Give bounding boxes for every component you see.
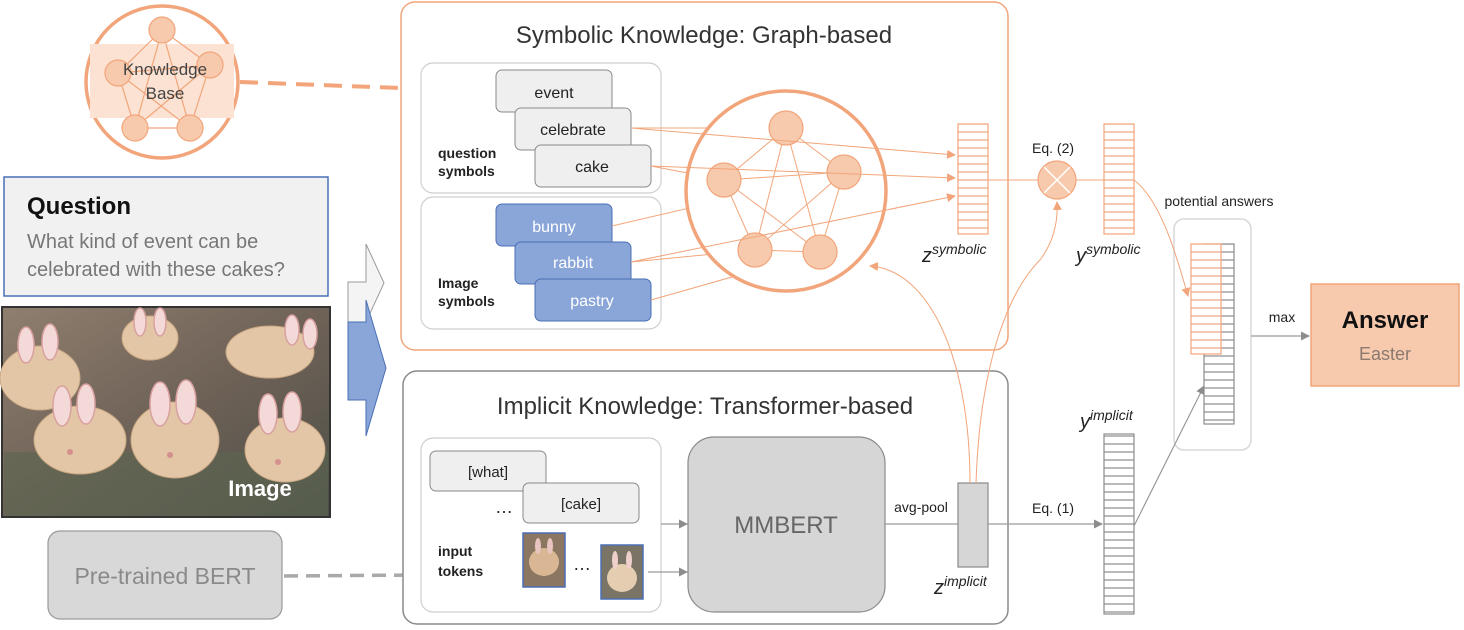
- avg-pool-label: avg-pool: [894, 499, 948, 515]
- question-symbols-label-2: symbols: [438, 163, 495, 179]
- token-cake-implicit: [cake]: [561, 496, 601, 513]
- knowledge-base-label-line2: Base: [146, 84, 185, 103]
- y-symbolic-sup: symbolic: [1086, 241, 1140, 257]
- token-pastry: pastry: [570, 293, 614, 310]
- z-symbolic-vector: [957, 123, 989, 235]
- z-symbolic-sup: symbolic: [932, 241, 986, 257]
- question-box: Question What kind of event can be celeb…: [3, 176, 329, 297]
- knowledge-base: Knowledge Base: [84, 4, 240, 160]
- image-token-thumbnail-1: [522, 532, 566, 588]
- kb-to-graph-connector: [239, 80, 401, 90]
- pretrained-bert-box: Pre-trained BERT: [47, 530, 283, 620]
- implicit-title: Implicit Knowledge: Transformer-based: [497, 393, 913, 420]
- token-rabbit: rabbit: [553, 255, 594, 272]
- image-arrow: [347, 299, 387, 437]
- knowledge-base-label-line1: Knowledge: [123, 60, 207, 79]
- graph-to-z-links: [630, 127, 956, 263]
- symbolic-graph: [684, 89, 888, 293]
- input-tokens-label-2: tokens: [438, 563, 483, 579]
- y-symbolic-vector: [1103, 123, 1135, 235]
- question-text-line1: What kind of event can be: [27, 231, 258, 253]
- potential-answers-symbolic-vector: [1190, 243, 1222, 355]
- token-bunny: bunny: [532, 219, 576, 236]
- eq1-label: Eq. (1): [1032, 500, 1074, 516]
- eq2-multiply-node: [1037, 160, 1077, 200]
- y-implicit-vector: [1103, 433, 1135, 615]
- answer-value: Easter: [1359, 344, 1411, 364]
- z-implicit-label: zimplicit: [933, 573, 988, 599]
- image-symbols-label-2: symbols: [438, 293, 495, 309]
- z-symbolic-base: z: [921, 245, 932, 267]
- y-symbolic-to-answers-curve: [1133, 179, 1191, 297]
- y-implicit-to-answers-arrow: [1133, 385, 1205, 527]
- implicit-panel: Implicit Knowledge: Transformer-based [w…: [402, 370, 1009, 625]
- eq2-label: Eq. (2): [1032, 140, 1074, 156]
- y-implicit-base: y: [1078, 411, 1091, 433]
- pretrained-bert-label: Pre-trained BERT: [74, 563, 255, 589]
- z-symbolic-label: zsymbolic: [921, 241, 986, 267]
- cake-photo: Image: [0, 306, 331, 518]
- z-implicit-to-graph-curve: [869, 262, 971, 484]
- token-cake: cake: [575, 159, 609, 176]
- bert-to-implicit-connector: [283, 573, 421, 578]
- symbolic-title: Symbolic Knowledge: Graph-based: [516, 22, 892, 49]
- image-symbols-label-1: Image: [438, 275, 479, 291]
- token-ellipsis-top: …: [495, 497, 513, 517]
- image-label: Image: [228, 476, 292, 501]
- y-implicit-sup: implicit: [1090, 407, 1134, 423]
- input-tokens-label-1: input: [438, 543, 473, 559]
- mmbert-label: MMBERT: [734, 512, 838, 539]
- answer-title: Answer: [1342, 307, 1429, 334]
- token-ellipsis-bottom: …: [573, 554, 591, 574]
- question-title: Question: [27, 193, 131, 220]
- z-implicit-to-eq2-curve: [975, 201, 1062, 484]
- token-event: event: [534, 85, 574, 102]
- question-text-line2: celebrated with these cakes?: [27, 259, 285, 281]
- token-what: [what]: [468, 464, 508, 481]
- token-cake-implicit-box: [522, 482, 640, 524]
- token-what-box: [429, 450, 547, 492]
- token-celebrate: celebrate: [540, 122, 606, 139]
- z-implicit-sup: implicit: [944, 573, 988, 589]
- z-implicit-base: z: [933, 577, 944, 599]
- answer-box: Answer Easter: [1310, 283, 1460, 387]
- symbolic-panel: Symbolic Knowledge: Graph-based question…: [400, 1, 1009, 351]
- y-implicit-label: yimplicit: [1078, 407, 1134, 433]
- max-label: max: [1269, 309, 1295, 325]
- y-symbolic-label: ysymbolic: [1074, 241, 1140, 267]
- potential-answers-label: potential answers: [1165, 193, 1274, 209]
- image-token-thumbnail-2: [600, 544, 644, 600]
- y-symbolic-base: y: [1074, 245, 1087, 267]
- question-symbols-label-1: question: [438, 145, 496, 161]
- z-implicit-vector: [957, 482, 989, 568]
